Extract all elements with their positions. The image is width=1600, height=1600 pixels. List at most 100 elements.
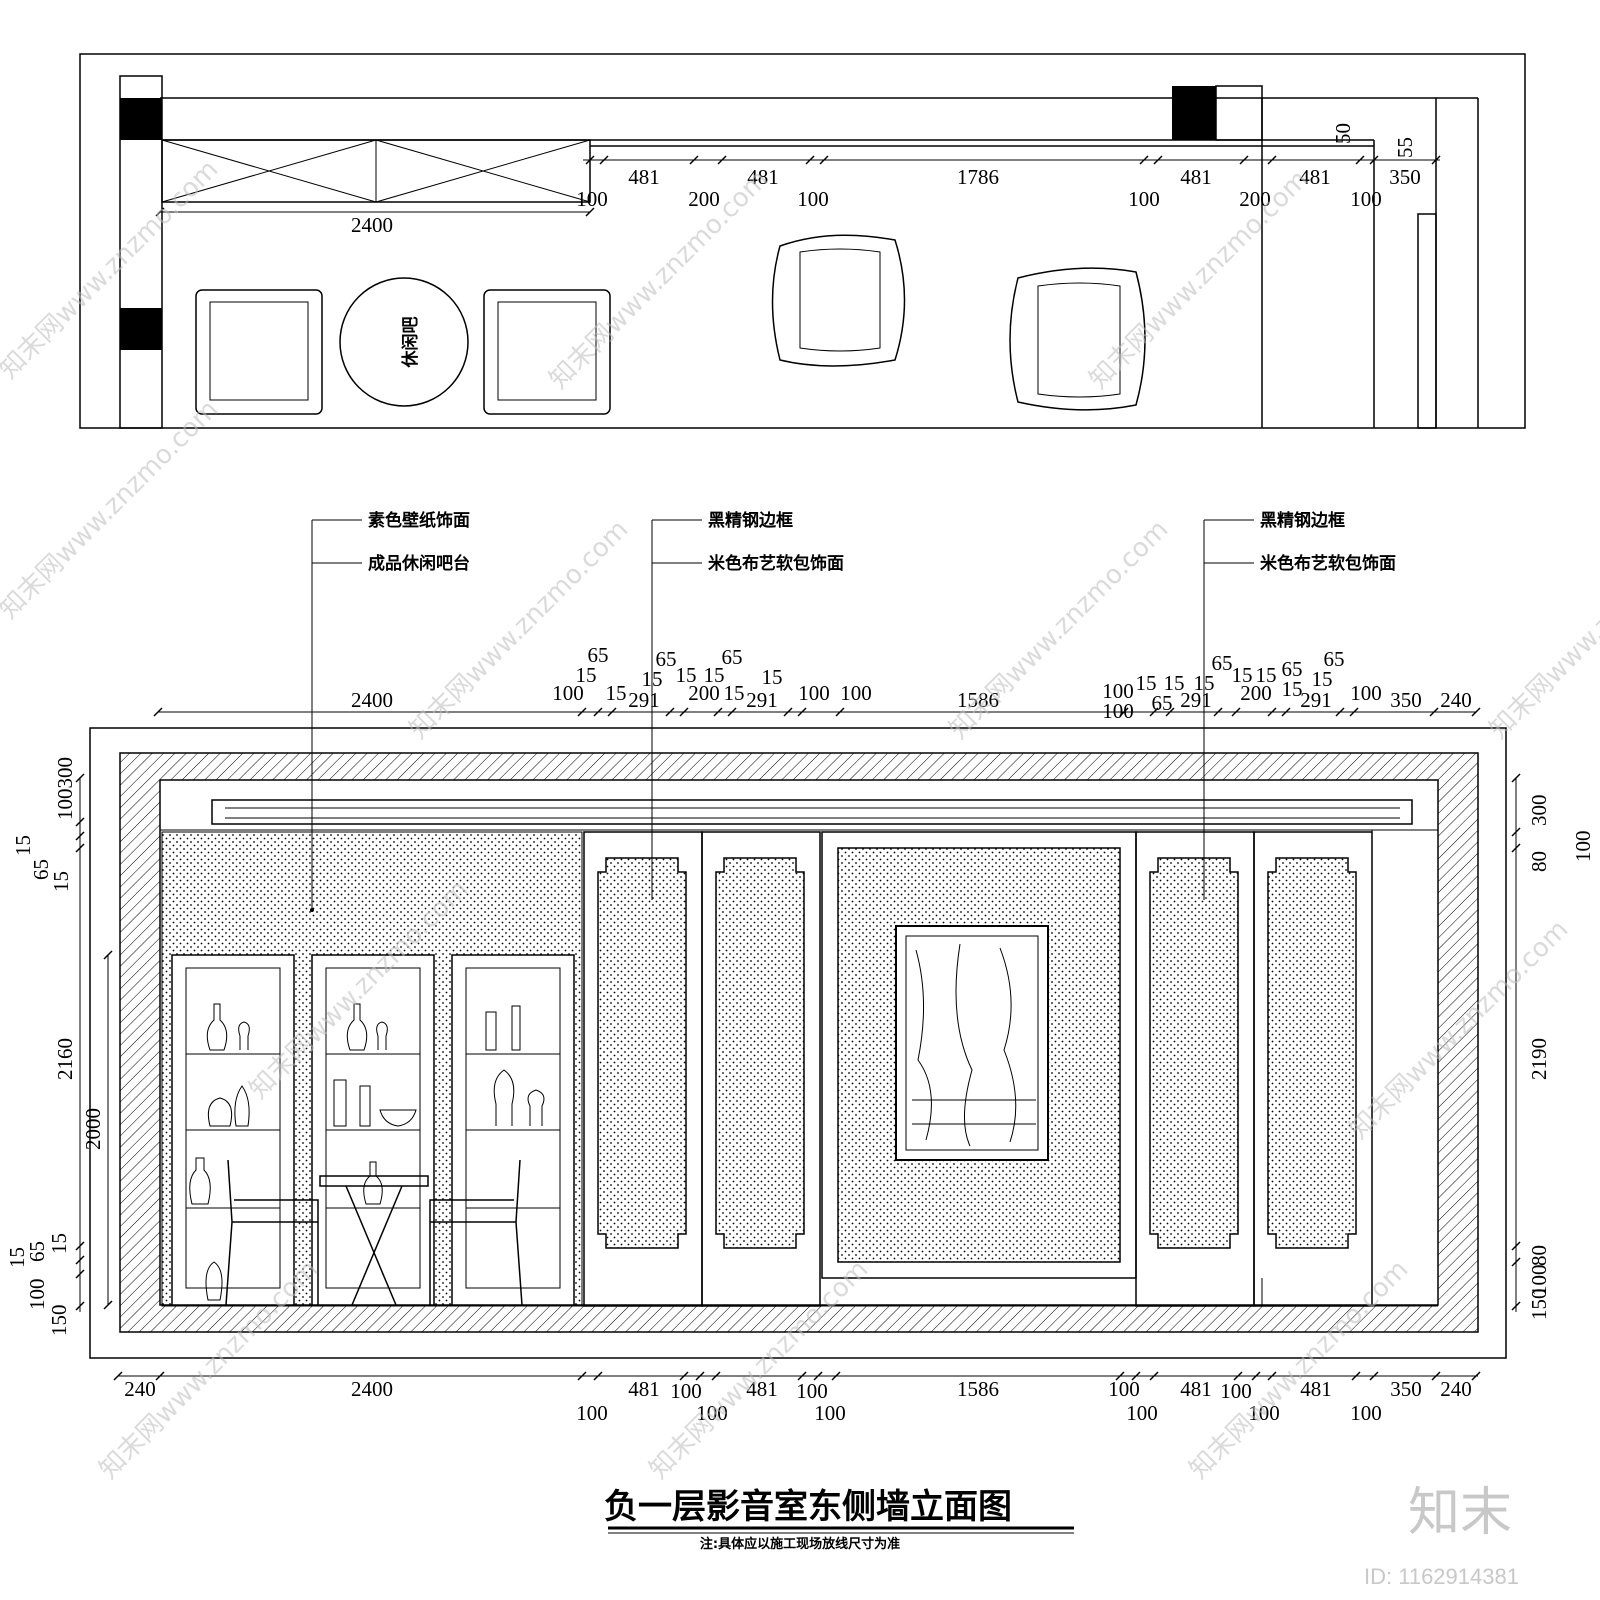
plan-view: 休闲吧 (79, 53, 1526, 429)
callout-2-line1: 黑精钢边框 (708, 510, 793, 531)
elev-bottom-dims (113, 1371, 1481, 1381)
callout-3-line2: 米色布艺软包饰面 (1260, 553, 1396, 574)
plan-outline (79, 53, 1526, 429)
dim: 2400 (351, 1377, 393, 1401)
armchair-2 (1009, 267, 1146, 411)
watermark: 知末网www.znzmo.com (944, 514, 1175, 745)
plan-dim: 200 (688, 187, 720, 211)
dim: 300 (1527, 795, 1551, 827)
stool-right (483, 289, 611, 415)
dim: 15 (704, 663, 725, 687)
watermark: 知末网www.znzmo.com (1184, 1254, 1415, 1485)
dim: 200 (1240, 681, 1272, 705)
dim: 100 (1126, 1401, 1158, 1425)
dim: 100 (798, 681, 830, 705)
watermark: 知末网www.znzmo.com (1084, 164, 1315, 395)
dim: 100 (814, 1401, 846, 1425)
dim: 481 (746, 1377, 778, 1401)
column-block-right (1172, 86, 1216, 140)
dim: 65 (29, 859, 53, 880)
dim: 100 (1220, 1379, 1252, 1403)
dim: 100 (696, 1401, 728, 1425)
plan-label: 休闲吧 (400, 317, 421, 369)
dim: 100 (1102, 699, 1134, 723)
dim: 15 (47, 1233, 71, 1254)
armchair-1 (771, 234, 906, 367)
callout-2-line2: 米色布艺软包饰面 (708, 553, 844, 574)
dim: 100 (1102, 679, 1134, 703)
dim: 65 (1212, 651, 1233, 675)
dim: 80 (1527, 851, 1551, 872)
plan-dim: 100 (576, 187, 608, 211)
dim: 150 (47, 1305, 71, 1337)
dim: 481 (628, 1377, 660, 1401)
dim: 15 (1312, 667, 1333, 691)
dim: 65 (1152, 691, 1173, 715)
dim: 15 (724, 681, 745, 705)
dim: 65 (722, 645, 743, 669)
plan-dim: 481 (1180, 165, 1212, 189)
stool-left (195, 289, 323, 415)
dim: 1586 (957, 1377, 999, 1401)
dim: 2400 (351, 688, 393, 712)
brand-id: ID: 1162914381 (1364, 1564, 1519, 1589)
dim: 100 (552, 681, 584, 705)
dim: 1586 (957, 688, 999, 712)
plan-dim: 200 (1239, 187, 1271, 211)
dim: 350 (1390, 1377, 1422, 1401)
elev-top-dims (153, 707, 1481, 717)
plan-dim: 350 (1389, 165, 1421, 189)
dim: 65 (588, 643, 609, 667)
drawing-title: 负一层影音室东侧墙立面图 (604, 1487, 1012, 1527)
dim: 100 (25, 1279, 49, 1311)
dim: 100 (1571, 831, 1595, 863)
plan-dim: 481 (1299, 165, 1331, 189)
dim: 481 (1300, 1377, 1332, 1401)
curtain-box (211, 799, 1413, 825)
dim: 100 (1248, 1401, 1280, 1425)
wall-painting (895, 925, 1049, 1161)
soft-panels (583, 831, 1373, 1307)
elevation-view (89, 727, 1507, 1359)
plan-dim: 481 (628, 165, 660, 189)
drawing-note: 注:具体应以施工现场放线尺寸为准 (700, 1536, 900, 1552)
plan-dim: 2400 (351, 213, 393, 237)
dim: 100 (1350, 681, 1382, 705)
watermark: 知末网www.znzmo.com (0, 394, 224, 625)
dim: 15 (1136, 671, 1157, 695)
dim: 100300 (53, 757, 77, 820)
right-dims (1511, 773, 1521, 1312)
plan-dim: 100 (1350, 187, 1382, 211)
dim: 291 (628, 688, 660, 712)
dim: 15 (11, 835, 35, 856)
dim: 100 (840, 681, 872, 705)
column-block-top (120, 98, 162, 140)
dim: 100 (576, 1401, 608, 1425)
brand-logo-text: 知末 (1408, 1483, 1512, 1543)
dim: 15 (1194, 671, 1215, 695)
dim: 100 (1108, 1377, 1140, 1401)
dim: 80 (1527, 1245, 1551, 1266)
callout-1-line2: 成品休闲吧台 (368, 553, 470, 574)
dim: 100 (670, 1379, 702, 1403)
plan-dim-ticks (155, 155, 1441, 217)
plan-dim: 100 (797, 187, 829, 211)
elevation-outline (89, 727, 1507, 1359)
round-table: 休闲吧 (339, 277, 469, 407)
dim: 2190 (1527, 1038, 1551, 1080)
watermark: 知末网www.znzmo.com (644, 1254, 875, 1485)
bar-table-set (225, 1159, 523, 1306)
dim: 240 (124, 1377, 156, 1401)
dim: 291 (746, 688, 778, 712)
plan-dim: 481 (747, 165, 779, 189)
dim: 200 (688, 681, 720, 705)
bar-cabinet-plan (161, 139, 591, 203)
dim: 15 (1282, 677, 1303, 701)
callout-3-line1: 黑精钢边框 (1260, 510, 1345, 531)
dim: 15 (642, 667, 663, 691)
dim: 65 (1282, 657, 1303, 681)
dim: 15 (49, 871, 73, 892)
dim: 100 (1350, 1401, 1382, 1425)
dim: 15 (676, 663, 697, 687)
dim: 15 (1232, 663, 1253, 687)
